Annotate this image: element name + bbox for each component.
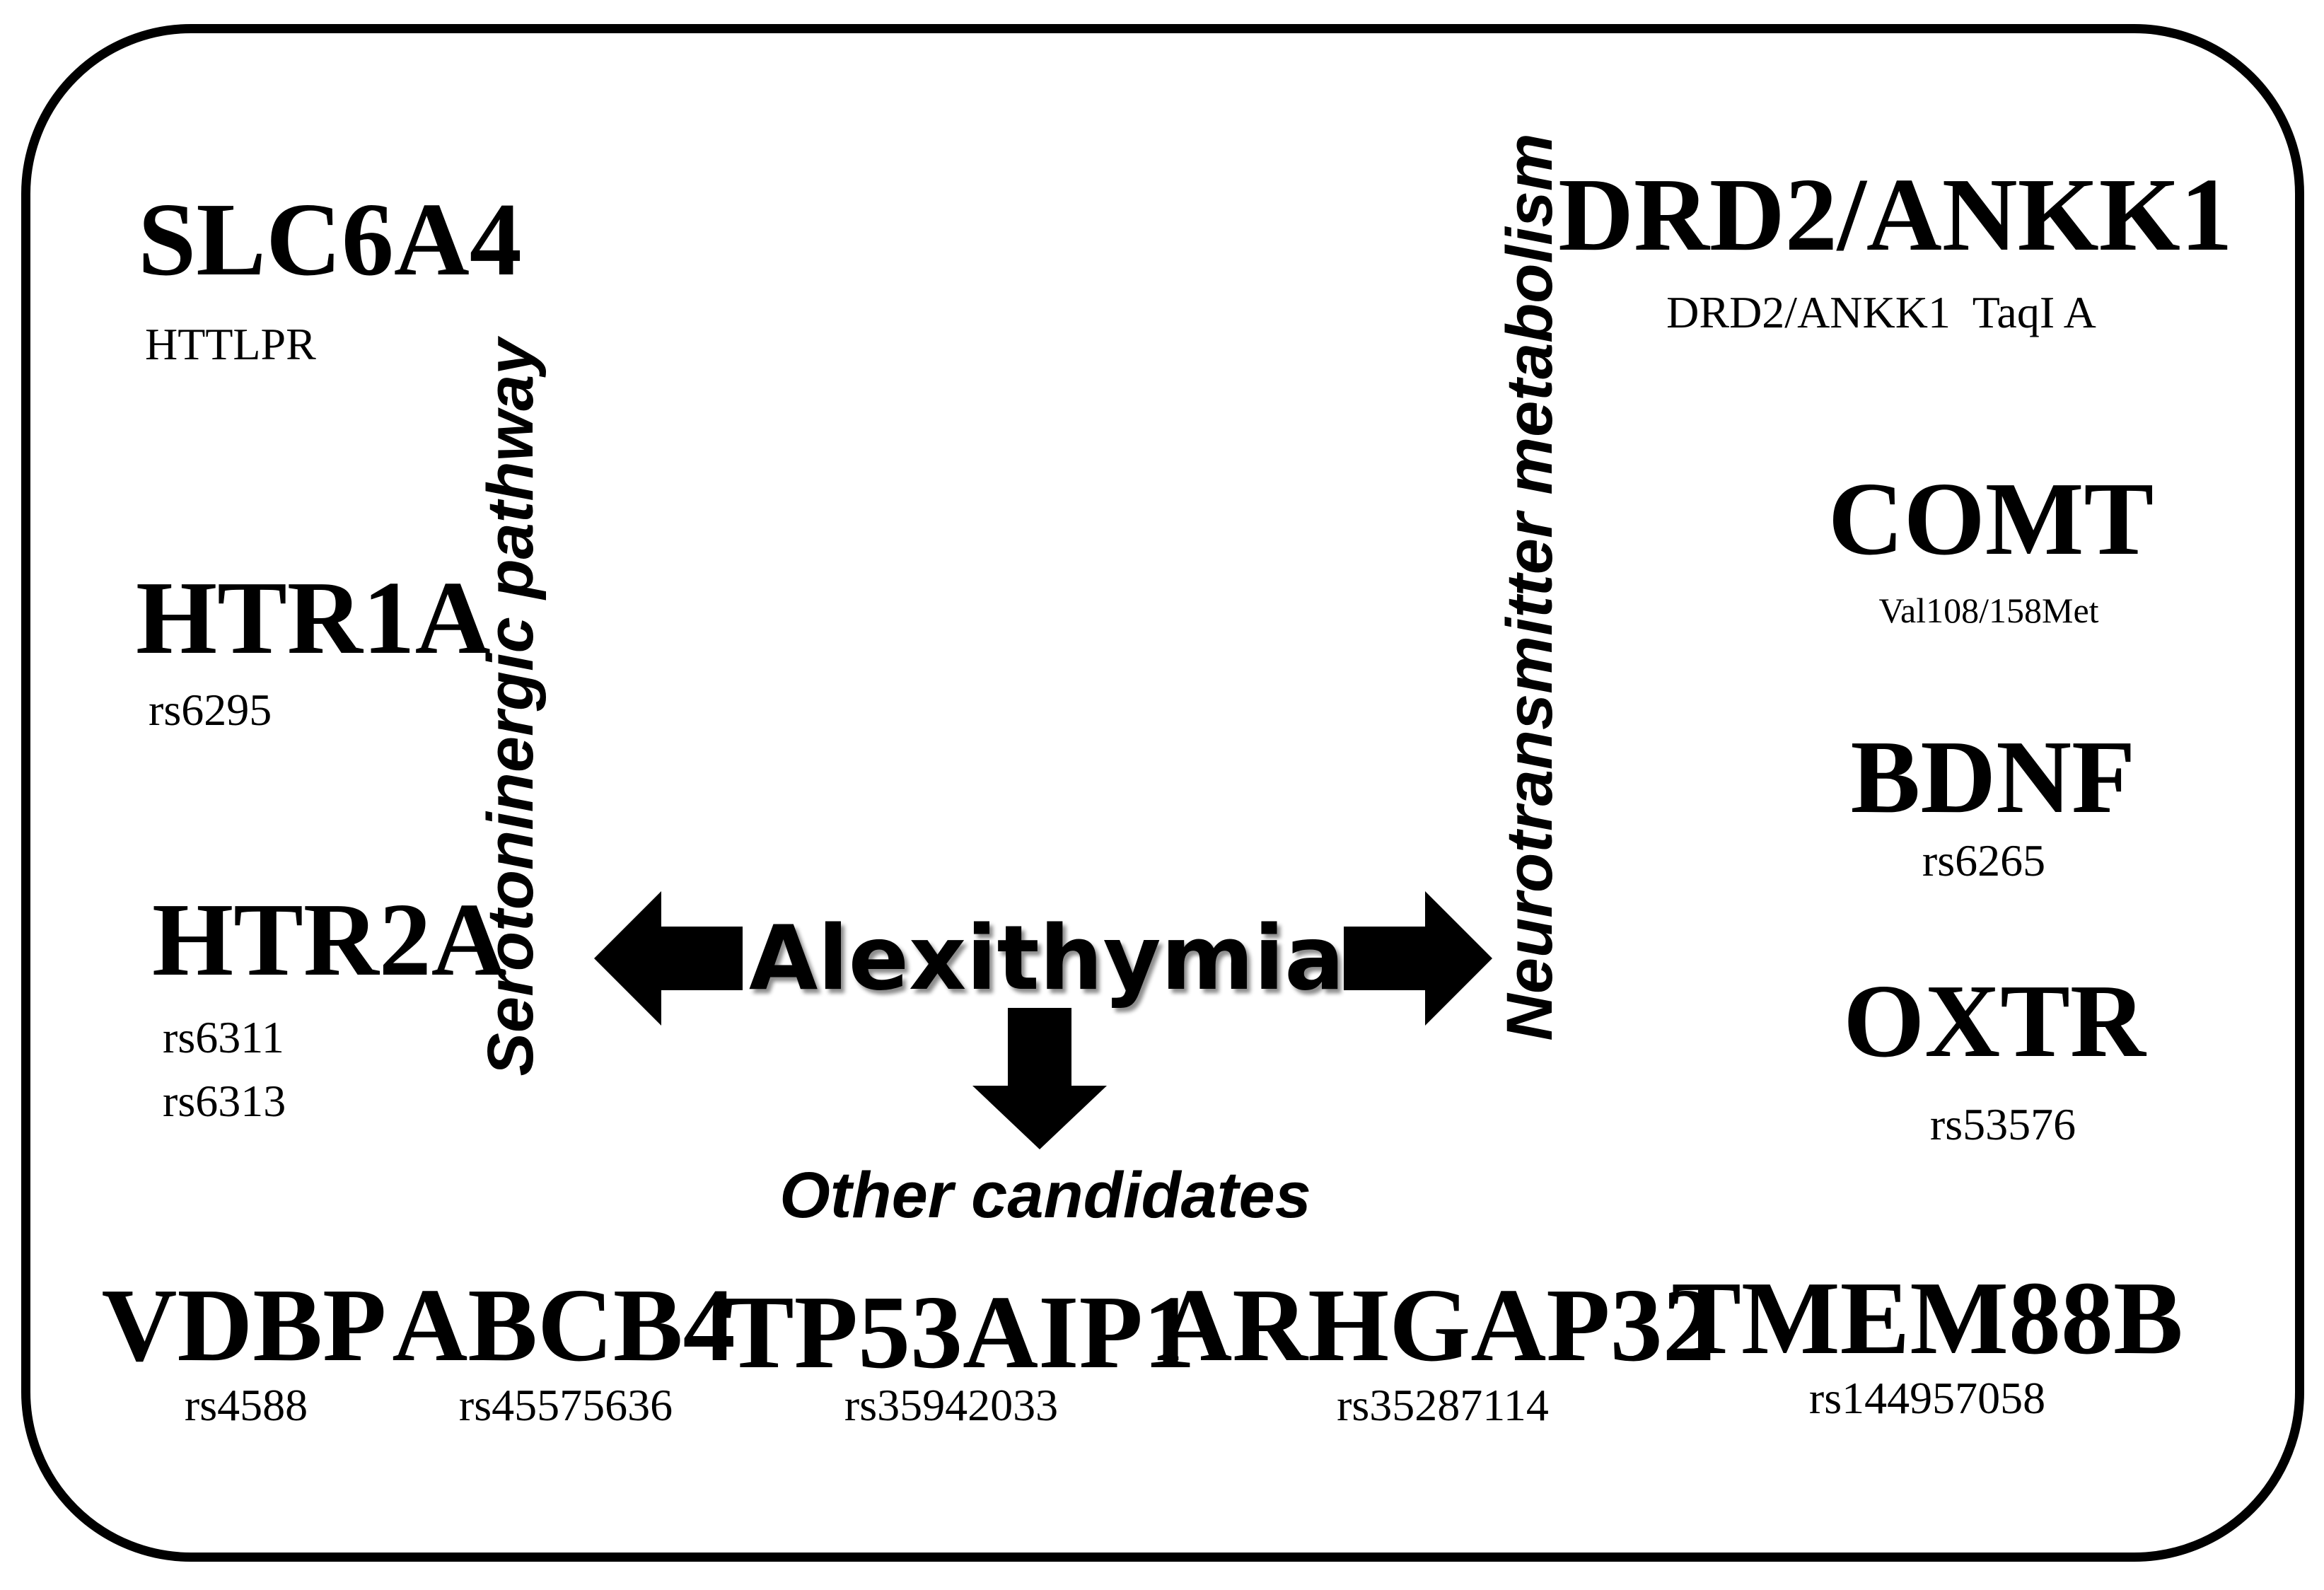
snp-rs35287114: rs35287114: [1337, 1380, 1549, 1430]
snp-rs6265: rs6265: [1922, 835, 2046, 886]
snp-rs35942033: rs35942033: [844, 1380, 1059, 1430]
snp-val108-158met: Val108/158Met: [1878, 591, 2099, 630]
snp-rs53576: rs53576: [1929, 1099, 2076, 1149]
gene-tp53aip1: TP53AIP1: [724, 1275, 1195, 1391]
snp-rs45575636: rs45575636: [458, 1380, 673, 1430]
arrow-right-icon: [1344, 891, 1492, 1026]
snp-rs144957058: rs144957058: [1808, 1373, 2046, 1423]
gene-drd2-ankk1: DRD2/ANKK1: [1558, 157, 2233, 273]
snp-httlpr: HTTLPR: [145, 319, 316, 369]
snp-rs6313: rs6313: [163, 1076, 286, 1126]
gene-vdbp: VDBP: [101, 1267, 387, 1383]
snp-drd2-taqia: DRD2/ANKK1 TaqI A: [1666, 287, 2096, 337]
gene-tmem88b: TMEM88B: [1671, 1260, 2183, 1376]
label-neurotransmitter-metabolism: Neurotransmitter metabolism: [1494, 133, 1566, 1041]
snp-rs4588: rs4588: [184, 1380, 308, 1430]
label-serotoninergic-pathway: Serotoninergic pathway: [475, 338, 547, 1077]
gene-arhgap32: ARHGAP32: [1156, 1267, 1715, 1383]
alexithymia-label: Alexithymia: [748, 906, 1345, 1010]
gene-htr2a: HTR2A: [152, 882, 507, 998]
gene-comt: COMT: [1828, 461, 2154, 577]
gene-abcb4: ABCB4: [392, 1267, 736, 1383]
diagram-frame: [21, 24, 2304, 1562]
snp-rs6311: rs6311: [163, 1012, 284, 1062]
gene-oxtr: OXTR: [1843, 963, 2146, 1079]
gene-slc6a4: SLC6A4: [138, 182, 522, 298]
gene-bdnf: BDNF: [1850, 719, 2136, 835]
gene-htr1a: HTR1A: [136, 560, 491, 676]
snp-rs6295: rs6295: [149, 685, 272, 735]
label-other-candidates: Other candidates: [779, 1159, 1311, 1231]
arrow-down-icon: [972, 1008, 1107, 1149]
arrow-left-icon: [594, 891, 743, 1026]
